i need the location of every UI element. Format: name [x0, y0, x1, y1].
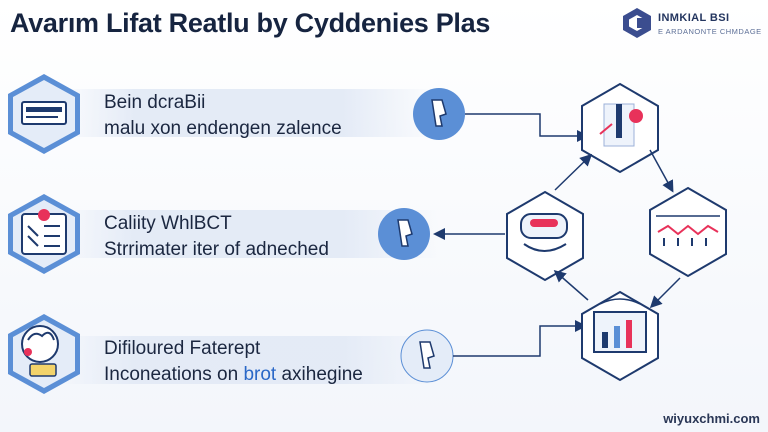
row-3-description-accent: brot	[243, 364, 277, 385]
chart-pin-icon	[581, 82, 659, 174]
dashboard-gauge-icon	[506, 190, 584, 282]
row-3-description-end: axihegine	[276, 364, 363, 385]
row-1-text: Bein dcraBii malu xon endengen zalence	[104, 92, 342, 140]
hand-pointer-icon	[378, 208, 430, 260]
document-chart-icon	[581, 290, 659, 382]
brain-robot-icon	[8, 314, 80, 394]
watermark-url: wiyuxchmi.com	[663, 411, 760, 426]
row-2-description: Strrimater iter of adneched	[104, 239, 329, 260]
timeline-dots-icon	[649, 186, 727, 278]
row-band-1	[58, 89, 438, 137]
hand-pointer-icon	[413, 88, 465, 140]
page-title: Avarım Lifat Reatlu by Cyddenies Plas	[10, 8, 491, 38]
hand-pointer-icon	[400, 329, 454, 383]
browser-list-icon	[8, 194, 80, 274]
row-2-text: Caliity WhlBCT Strrimater iter of adnech…	[104, 213, 329, 261]
row-3-text: Difiloured Faterept Inconeations on brot…	[104, 338, 363, 386]
brand-logo: INMKIAL BSI E ARDANONTE CHMDAGE	[620, 6, 768, 46]
brand-hex-icon	[623, 8, 651, 38]
row-band-3	[58, 336, 438, 384]
row-band-2	[58, 210, 438, 258]
row-3-heading: Difiloured Faterept	[104, 338, 261, 359]
row-1-heading: Bein dcraBii	[104, 92, 206, 113]
brand-name: INMKIAL BSI	[658, 12, 730, 24]
row-1-description: malu xon endengen zalence	[104, 118, 342, 139]
row-3-description: Inconeations on brot axihegine	[104, 364, 363, 386]
brand-tagline: E ARDANONTE CHMDAGE	[658, 27, 762, 36]
row-2-heading: Caliity WhlBCT	[104, 213, 232, 234]
document-tray-icon	[8, 74, 80, 154]
row-3-description-start: Inconeations on	[104, 364, 244, 385]
